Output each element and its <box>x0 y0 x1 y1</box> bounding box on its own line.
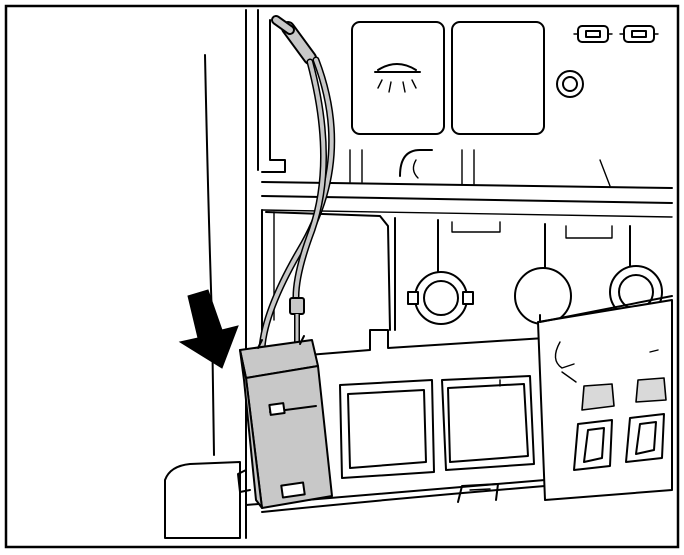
center-clip <box>399 149 433 179</box>
lamp-socket-2 <box>514 267 572 325</box>
interior-light-icon <box>374 63 421 93</box>
second-button <box>451 21 545 135</box>
cable <box>258 15 336 352</box>
panel-window-right <box>441 375 535 471</box>
upper-panel <box>245 9 673 539</box>
connector-symbol-icon <box>573 25 659 43</box>
terminal-slot-left <box>573 419 613 471</box>
lower-compartment <box>261 209 663 331</box>
terminal-slot-right <box>625 413 665 463</box>
plug-connector <box>237 335 333 509</box>
round-knob <box>556 70 584 98</box>
figure-border <box>4 4 680 549</box>
light-switch-button <box>351 21 445 135</box>
lamp-socket-1 <box>407 271 474 325</box>
right-bracket <box>537 295 673 501</box>
panel-window-left <box>339 379 435 479</box>
push-direction-arrow <box>178 289 239 369</box>
